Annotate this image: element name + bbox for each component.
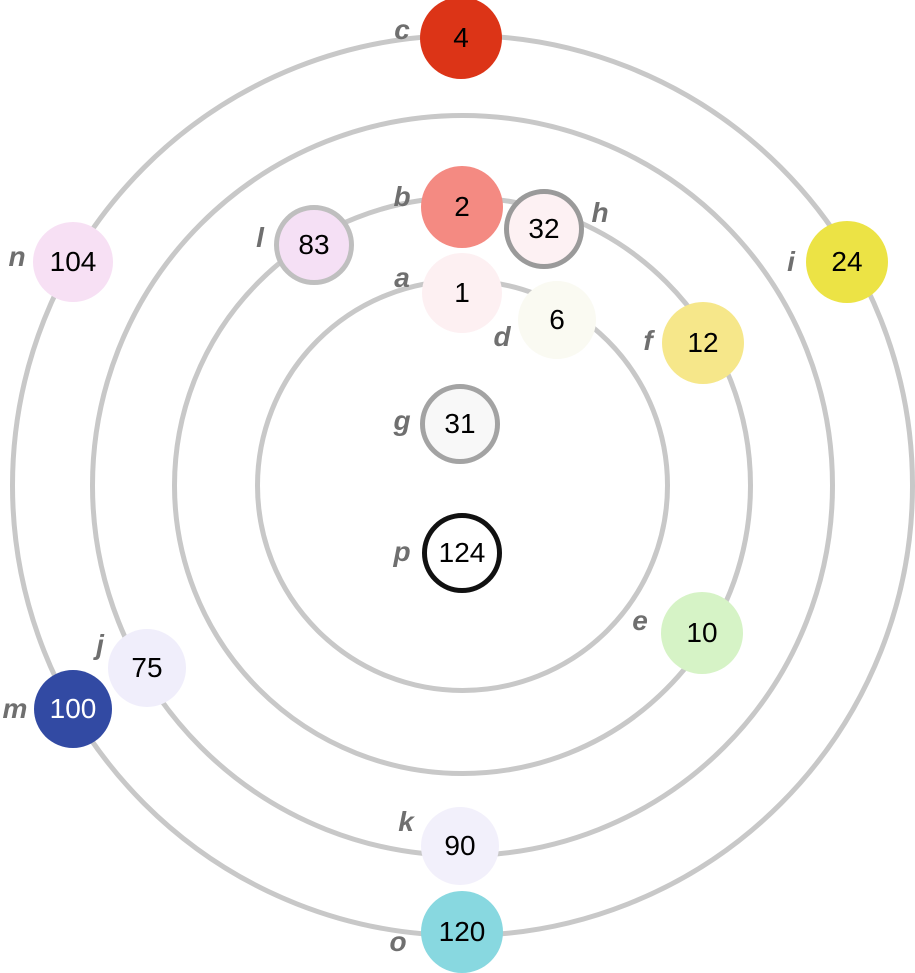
node-value: 124 [438, 537, 486, 568]
node-value: 104 [49, 246, 97, 277]
node-label-g: g [393, 405, 411, 436]
node-label-a: a [394, 262, 410, 293]
node-g: 31 [420, 384, 500, 464]
node-value: 120 [438, 916, 486, 947]
node-label-l: l [256, 222, 264, 253]
node-value: 12 [687, 327, 719, 358]
node-label-o: o [389, 926, 407, 957]
node-value: 83 [298, 229, 330, 260]
node-j: 75 [108, 629, 186, 707]
node-value: 32 [528, 213, 560, 244]
node-label-j: j [96, 629, 104, 660]
node-label-e: e [632, 605, 648, 636]
node-value: 1 [454, 277, 470, 308]
node-label-b: b [393, 181, 411, 212]
node-h: 32 [504, 189, 584, 269]
node-value: 2 [454, 191, 470, 222]
node-label-i: i [787, 246, 795, 277]
node-l: 83 [274, 205, 354, 285]
node-m: 100 [34, 670, 112, 748]
node-value: 90 [444, 830, 476, 861]
node-k: 90 [421, 807, 499, 885]
node-value: 24 [831, 246, 863, 277]
node-label-d: d [493, 321, 511, 352]
node-label-f: f [643, 325, 653, 356]
node-e: 10 [661, 592, 743, 674]
node-label-k: k [398, 806, 414, 837]
node-c: 4 [420, 0, 502, 79]
node-label-h: h [591, 197, 609, 228]
node-label-c: c [394, 14, 410, 45]
node-a: 1 [422, 253, 502, 333]
node-value: 10 [686, 617, 718, 648]
node-p: 124 [422, 513, 502, 593]
node-n: 104 [33, 222, 113, 302]
node-label-n: n [8, 241, 26, 272]
node-value: 6 [549, 304, 565, 335]
node-d: 6 [518, 281, 596, 359]
node-o: 120 [421, 891, 503, 973]
node-label-m: m [2, 693, 28, 724]
node-value: 31 [444, 408, 476, 439]
node-value: 4 [453, 22, 469, 53]
node-value: 75 [131, 652, 163, 683]
node-f: 12 [662, 302, 744, 384]
node-label-p: p [393, 536, 411, 567]
node-b: 2 [421, 166, 503, 248]
node-i: 24 [806, 221, 888, 303]
node-value: 100 [49, 693, 97, 724]
